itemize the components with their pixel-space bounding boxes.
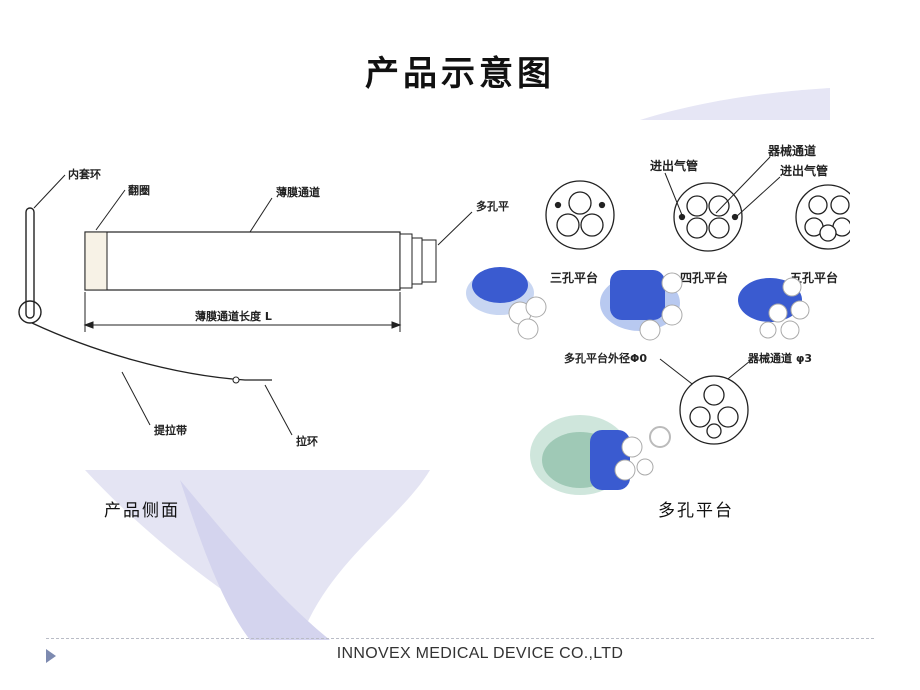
film-channel-tube <box>84 231 437 291</box>
side-view-caption: 产品侧面 <box>104 501 180 521</box>
four-port-photo <box>600 270 683 341</box>
inlet-label-left: 进出气管 <box>650 158 698 173</box>
length-dimension <box>83 292 402 332</box>
flip-ring-label: 翻圈 <box>128 183 150 197</box>
length-label: 薄膜通道长度 L <box>195 309 272 323</box>
side-view-diagram: 内套环 翻圈 薄膜通道 多孔平台 薄膜通道长度 L 提拉带 拉环 <box>18 167 510 448</box>
inlet-right-leader <box>735 176 781 218</box>
outer-diameter-leader <box>659 358 697 388</box>
multi-port-leader <box>437 211 473 246</box>
five-port-schematic <box>795 184 850 250</box>
three-port-photo <box>466 267 547 340</box>
inlet-label-right: 进出气管 <box>780 163 828 178</box>
platform-diagram: 三孔平台 四孔平台 五孔平台 进出气管 器械通道 进出气管 <box>466 143 850 495</box>
bottom-schematic <box>679 375 749 445</box>
pull-strap-label: 提拉带 <box>154 423 187 437</box>
five-port-label: 五孔平台 <box>790 270 838 285</box>
inner-ring-leader <box>33 174 66 209</box>
multi-port-label: 多孔平台 <box>476 199 510 213</box>
film-channel-leader <box>249 197 273 233</box>
pull-ring <box>232 376 240 384</box>
four-port-label: 四孔平台 <box>680 270 728 285</box>
five-port-photo <box>738 277 810 340</box>
instrument-channel-label: 器械通道 <box>767 143 816 158</box>
inner-ring <box>18 207 42 324</box>
slide-title: 产品示意图 <box>365 54 555 94</box>
footer-company: INNOVEX MEDICAL DEVICE CO.,LTD <box>336 645 624 662</box>
four-port-schematic <box>673 182 743 252</box>
pull-ring-leader <box>264 384 293 436</box>
instrument-diameter-label: 器械通道 φ3 <box>747 351 812 365</box>
pull-ring-label: 拉环 <box>296 434 318 448</box>
inner-ring-label: 内套环 <box>68 167 101 181</box>
footer-divider <box>46 638 874 639</box>
platform-caption: 多孔平台 <box>658 501 734 521</box>
film-channel-label: 薄膜通道 <box>276 185 320 199</box>
three-port-schematic <box>545 180 615 250</box>
inlet-left-leader <box>664 172 683 216</box>
three-port-label: 三孔平台 <box>550 270 598 285</box>
pull-strap <box>31 322 272 381</box>
flip-ring-leader <box>95 189 126 231</box>
pull-strap-leader <box>121 371 151 426</box>
outer-diameter-label: 多孔平台外径Φ0 <box>564 351 647 365</box>
large-platform-photo <box>530 415 671 495</box>
instrument-channel-leader <box>715 156 771 214</box>
triangle-bullet-icon <box>46 649 56 663</box>
